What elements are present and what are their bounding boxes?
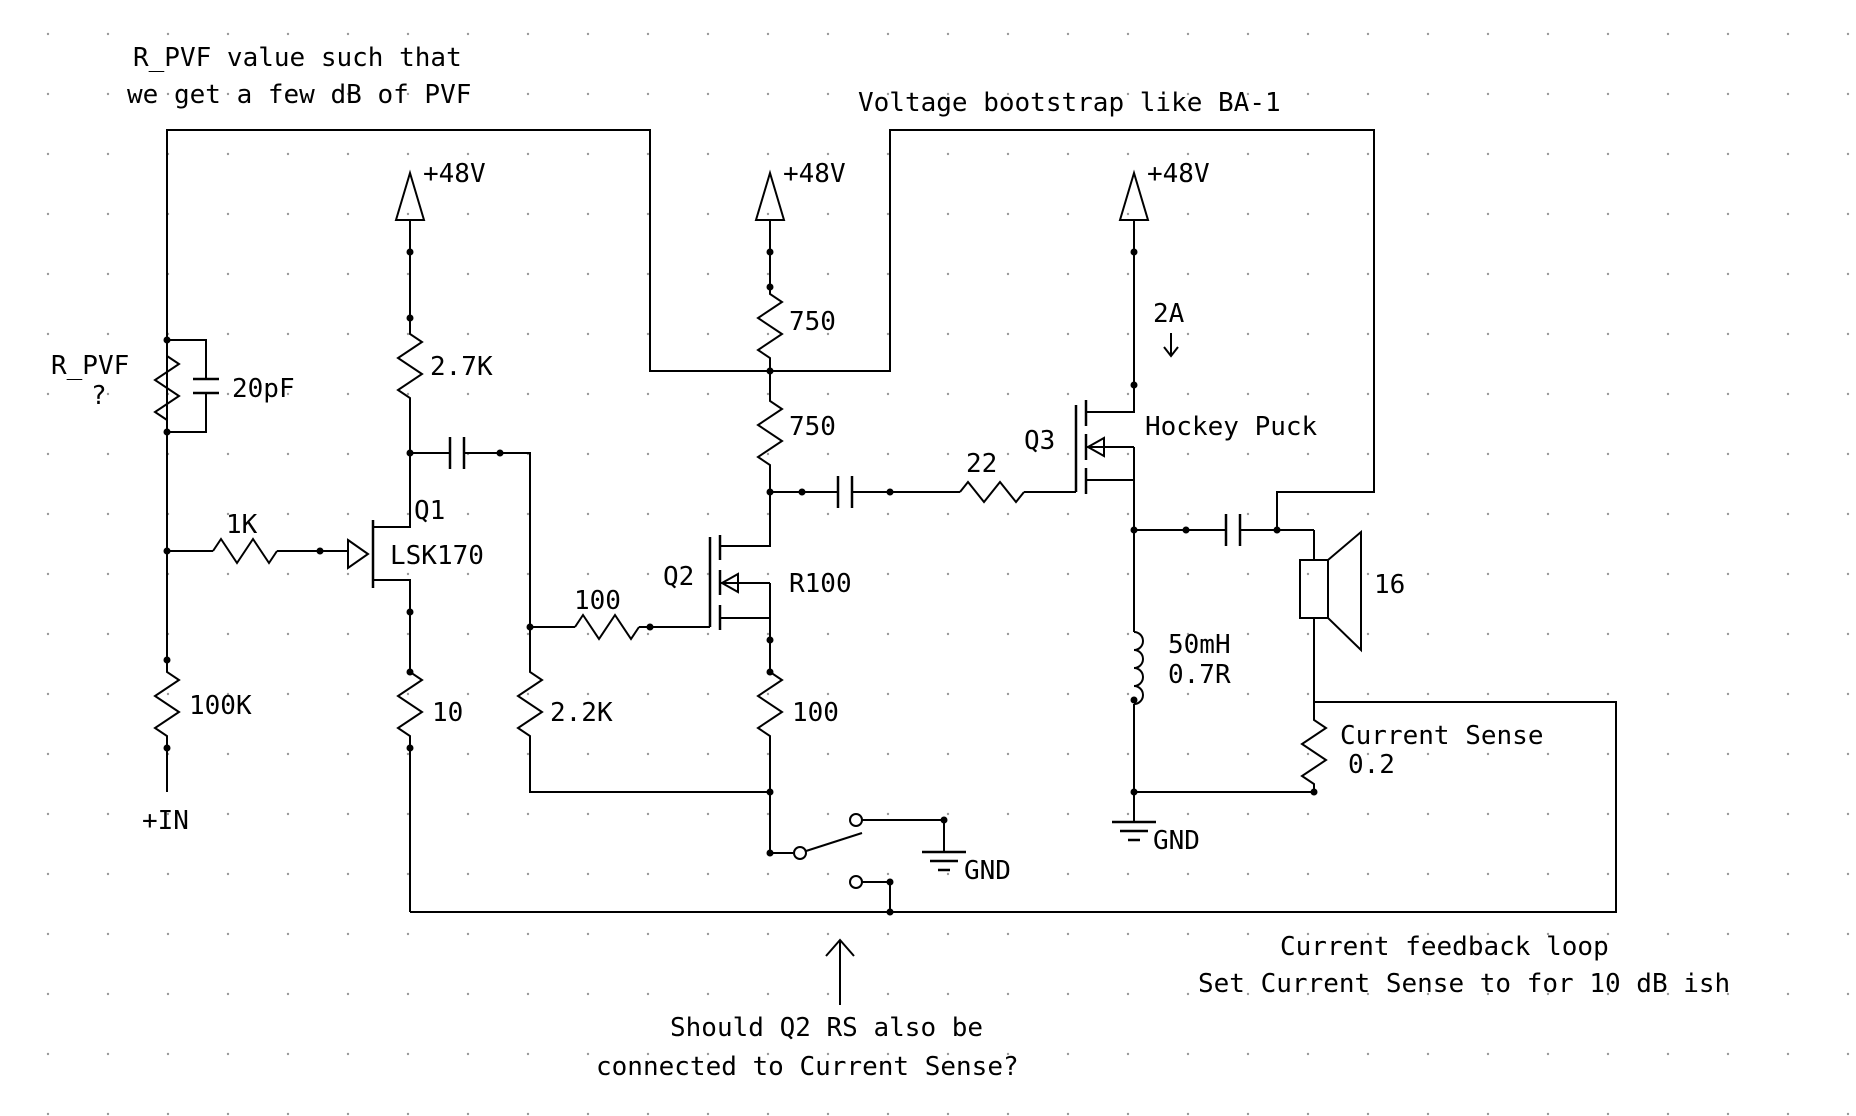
q1-name-label: Q1: [414, 496, 445, 526]
current-feedback-wire: [410, 701, 1617, 913]
question-line1: Should Q2 RS also be: [670, 1013, 983, 1043]
junction-dots: [163, 248, 1318, 916]
r-q2-source-label: 100: [792, 698, 839, 728]
r-pvf-name-label: R_PVF: [51, 351, 129, 381]
q3-body-arrow: [1085, 436, 1105, 458]
current-direction-arrow: [1163, 333, 1179, 358]
r-bias-100k: [153, 660, 181, 748]
bootstrap-note: Voltage bootstrap like BA-1: [858, 88, 1281, 118]
r-q1-drain-label: 2.7K: [430, 352, 493, 382]
supply-arrow-1: [394, 169, 426, 221]
r-q3-gate-label: 22: [966, 449, 997, 479]
q2-name-label: Q2: [663, 562, 694, 592]
feedback-note-line2: Set Current Sense to for 10 dB ish: [1198, 969, 1730, 999]
q1-gate-arrow: [347, 538, 370, 570]
q3-current-label: 2A: [1153, 299, 1185, 329]
inductor-value2-label: 0.7R: [1168, 660, 1231, 690]
feedback-note-line1: Current feedback loop: [1280, 932, 1609, 962]
question-pointer-arrow: [825, 938, 855, 1005]
rpvf-note-line2: we get a few dB of PVF: [127, 80, 471, 110]
r-q1-drain-2k7: [396, 318, 424, 458]
spdt-switch: [770, 813, 966, 912]
input-stage: [153, 339, 411, 792]
gnd-switch-label: GND: [964, 856, 1011, 886]
q1-bias-chain: [396, 220, 531, 912]
r-q2-gate-bias-2k2: [516, 627, 770, 793]
question-line2: connected to Current Sense?: [596, 1052, 1019, 1082]
rail-label-3: +48V: [1147, 159, 1210, 189]
rail-label-1: +48V: [423, 159, 486, 189]
speaker-impedance-label: 16: [1374, 570, 1405, 600]
c-pvf-label: 20pF: [232, 374, 295, 404]
grid-dots: [46, 32, 1850, 1116]
r-sense-value-label: 0.2: [1348, 750, 1395, 780]
supply-arrow-3: [1118, 169, 1150, 221]
r-current-sense: [1300, 702, 1328, 792]
r-in-label: 1K: [226, 510, 258, 540]
r-boot-top-label: 750: [789, 307, 836, 337]
pvf-feedback-wire: [166, 129, 1375, 530]
gnd-output-label: GND: [1153, 826, 1200, 856]
r-bias-label: 100K: [189, 691, 252, 721]
q3-stage: [1084, 220, 1314, 842]
rpvf-note-line1: R_PVF value such that: [133, 43, 462, 73]
q3-part-label: Hockey Puck: [1145, 412, 1318, 442]
input-label: +IN: [142, 806, 189, 836]
r-sense-name-label: Current Sense: [1340, 721, 1544, 751]
q2-body-arrow: [719, 572, 739, 594]
q1-part-label: LSK170: [390, 541, 484, 571]
r-boot-750-bottom: [756, 394, 784, 492]
rail-label-2: +48V: [783, 159, 846, 189]
r-q1-source-10: [396, 645, 424, 912]
r-q2-gate-bias-label: 2.2K: [550, 698, 613, 728]
r-q3-gate-22: [959, 480, 1025, 504]
r-in-1k: [212, 537, 278, 565]
speaker-icon: [1299, 559, 1329, 619]
r-pvf-resistor: [153, 355, 181, 421]
r-q2-gate-100: [574, 613, 640, 641]
supply-arrow-2: [754, 169, 786, 221]
inductor-value1-label: 50mH: [1168, 630, 1231, 660]
q2-stage: [516, 220, 1078, 853]
r-q2-source-100: [756, 618, 784, 853]
r-pvf-value-label: ?: [91, 381, 107, 411]
speaker-cone: [1327, 529, 1362, 653]
inductor-50mh: [1133, 631, 1144, 705]
r-boot-bottom-label: 750: [789, 412, 836, 442]
speaker-and-sense: [410, 529, 1617, 913]
r-q2-gate-label: 100: [574, 586, 621, 616]
q3-name-label: Q3: [1024, 426, 1055, 456]
q2-part-label: R100: [789, 569, 852, 599]
r-boot-750-top: [756, 287, 784, 394]
r-q1-source-label: 10: [432, 698, 463, 728]
